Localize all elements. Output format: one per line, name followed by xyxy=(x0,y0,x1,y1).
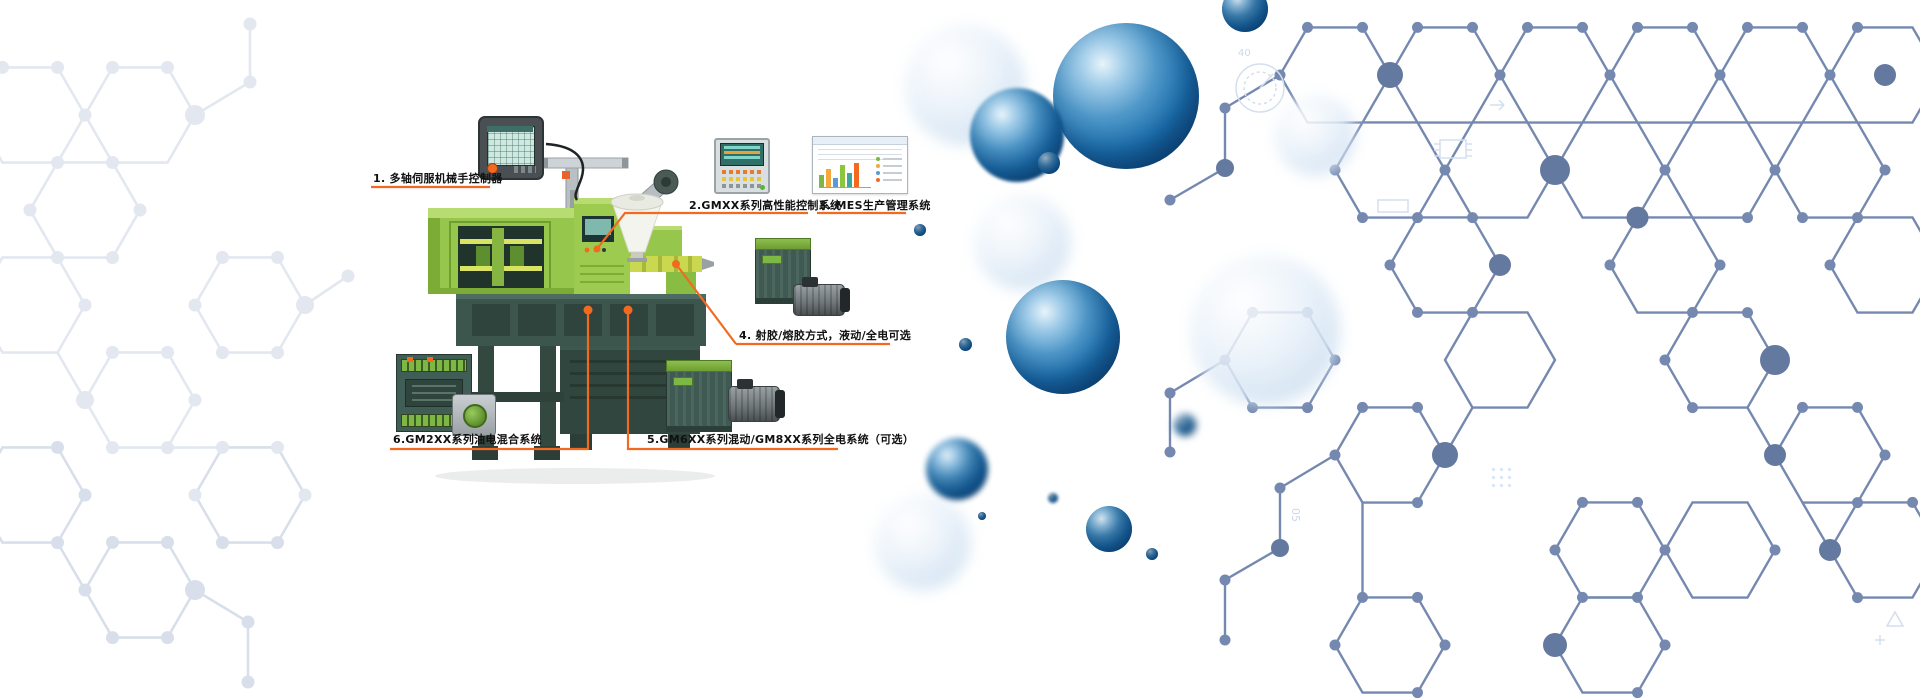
callout-label-5: 5.GM6XX系列混动/GM8XX系列全电系统（可选） xyxy=(647,433,915,446)
machine-base xyxy=(456,294,706,346)
servo-cabinet xyxy=(755,238,811,304)
control-panel-illustration xyxy=(714,138,770,194)
gauge-value-text: 40 xyxy=(1238,48,1251,59)
sphere-small xyxy=(1086,506,1132,552)
controller-keys xyxy=(514,166,536,173)
handheld-controller-illustration xyxy=(478,116,544,180)
panel-screen-line xyxy=(724,151,760,154)
sphere-dot xyxy=(914,224,926,236)
keypad-row xyxy=(722,184,762,188)
sphere-dot xyxy=(959,338,972,351)
sphere-dot xyxy=(978,512,986,520)
mes-table-line xyxy=(818,154,902,155)
tech-doodles: 40 05 xyxy=(1235,48,1905,645)
mes-legend xyxy=(876,157,902,185)
system-cabinet xyxy=(666,360,732,432)
code-text: 05 xyxy=(1289,508,1302,522)
callout-label-6: 6.GM2XX系列油电混合系统 xyxy=(393,433,542,446)
mes-table-line xyxy=(818,159,902,160)
mes-bar-chart xyxy=(819,161,871,188)
left-molecule-pattern xyxy=(0,17,355,689)
left-hexagons-dark xyxy=(0,446,307,682)
sphere-large xyxy=(1053,23,1199,169)
panel-power-led xyxy=(760,185,765,190)
panel-screen-line xyxy=(724,156,760,159)
sphere-dot xyxy=(1146,548,1158,560)
panel-screen-line xyxy=(724,146,760,149)
left-hexagons xyxy=(0,24,349,449)
panel-keypad xyxy=(718,167,766,191)
controller-emergency-button xyxy=(487,163,498,174)
sphere-small xyxy=(926,438,988,500)
blurred-sphere xyxy=(1190,255,1340,405)
left-nodes-dark xyxy=(51,440,284,689)
right-nodes xyxy=(1164,21,1918,699)
mes-window xyxy=(812,136,908,194)
mes-header-bar xyxy=(813,137,907,145)
hybrid-system-illustration xyxy=(666,356,785,434)
sphere-medium xyxy=(1006,280,1120,394)
sphere-dot xyxy=(1048,493,1058,503)
callout-label-2: 2.GMXX系列高性能控制系统 xyxy=(689,199,842,212)
blurred-sphere xyxy=(1275,95,1355,175)
panel-screen xyxy=(720,143,764,166)
mes-window-illustration xyxy=(812,136,908,194)
controller-screen xyxy=(487,126,535,166)
sphere-dot xyxy=(1174,414,1196,436)
mes-table-line xyxy=(818,149,902,150)
blurred-sphere xyxy=(975,195,1070,290)
callout-label-3: 3. MES生产管理系统 xyxy=(819,199,931,212)
oil-electric-drive-illustration xyxy=(396,350,496,438)
right-molecule-pattern: 40 05 xyxy=(1164,21,1920,699)
keypad-row xyxy=(722,170,762,174)
clamping-unit xyxy=(428,208,574,294)
servo-drive-motor-illustration xyxy=(755,236,850,324)
keypad-row xyxy=(722,177,762,181)
blurred-sphere xyxy=(875,495,970,590)
sphere-small xyxy=(1038,152,1060,174)
system-motor xyxy=(728,379,785,422)
servo-motor xyxy=(793,277,850,316)
controller-screen-header xyxy=(487,126,533,132)
right-nodes-large xyxy=(1216,62,1896,657)
left-nodes xyxy=(0,17,355,502)
callout-label-4: 4. 射胶/熔胶方式，液动/全电可选 xyxy=(739,329,912,342)
callout-label-1: 1. 多轴伺服机械手控制器 xyxy=(373,172,503,185)
pump-valve-unit xyxy=(452,394,496,436)
